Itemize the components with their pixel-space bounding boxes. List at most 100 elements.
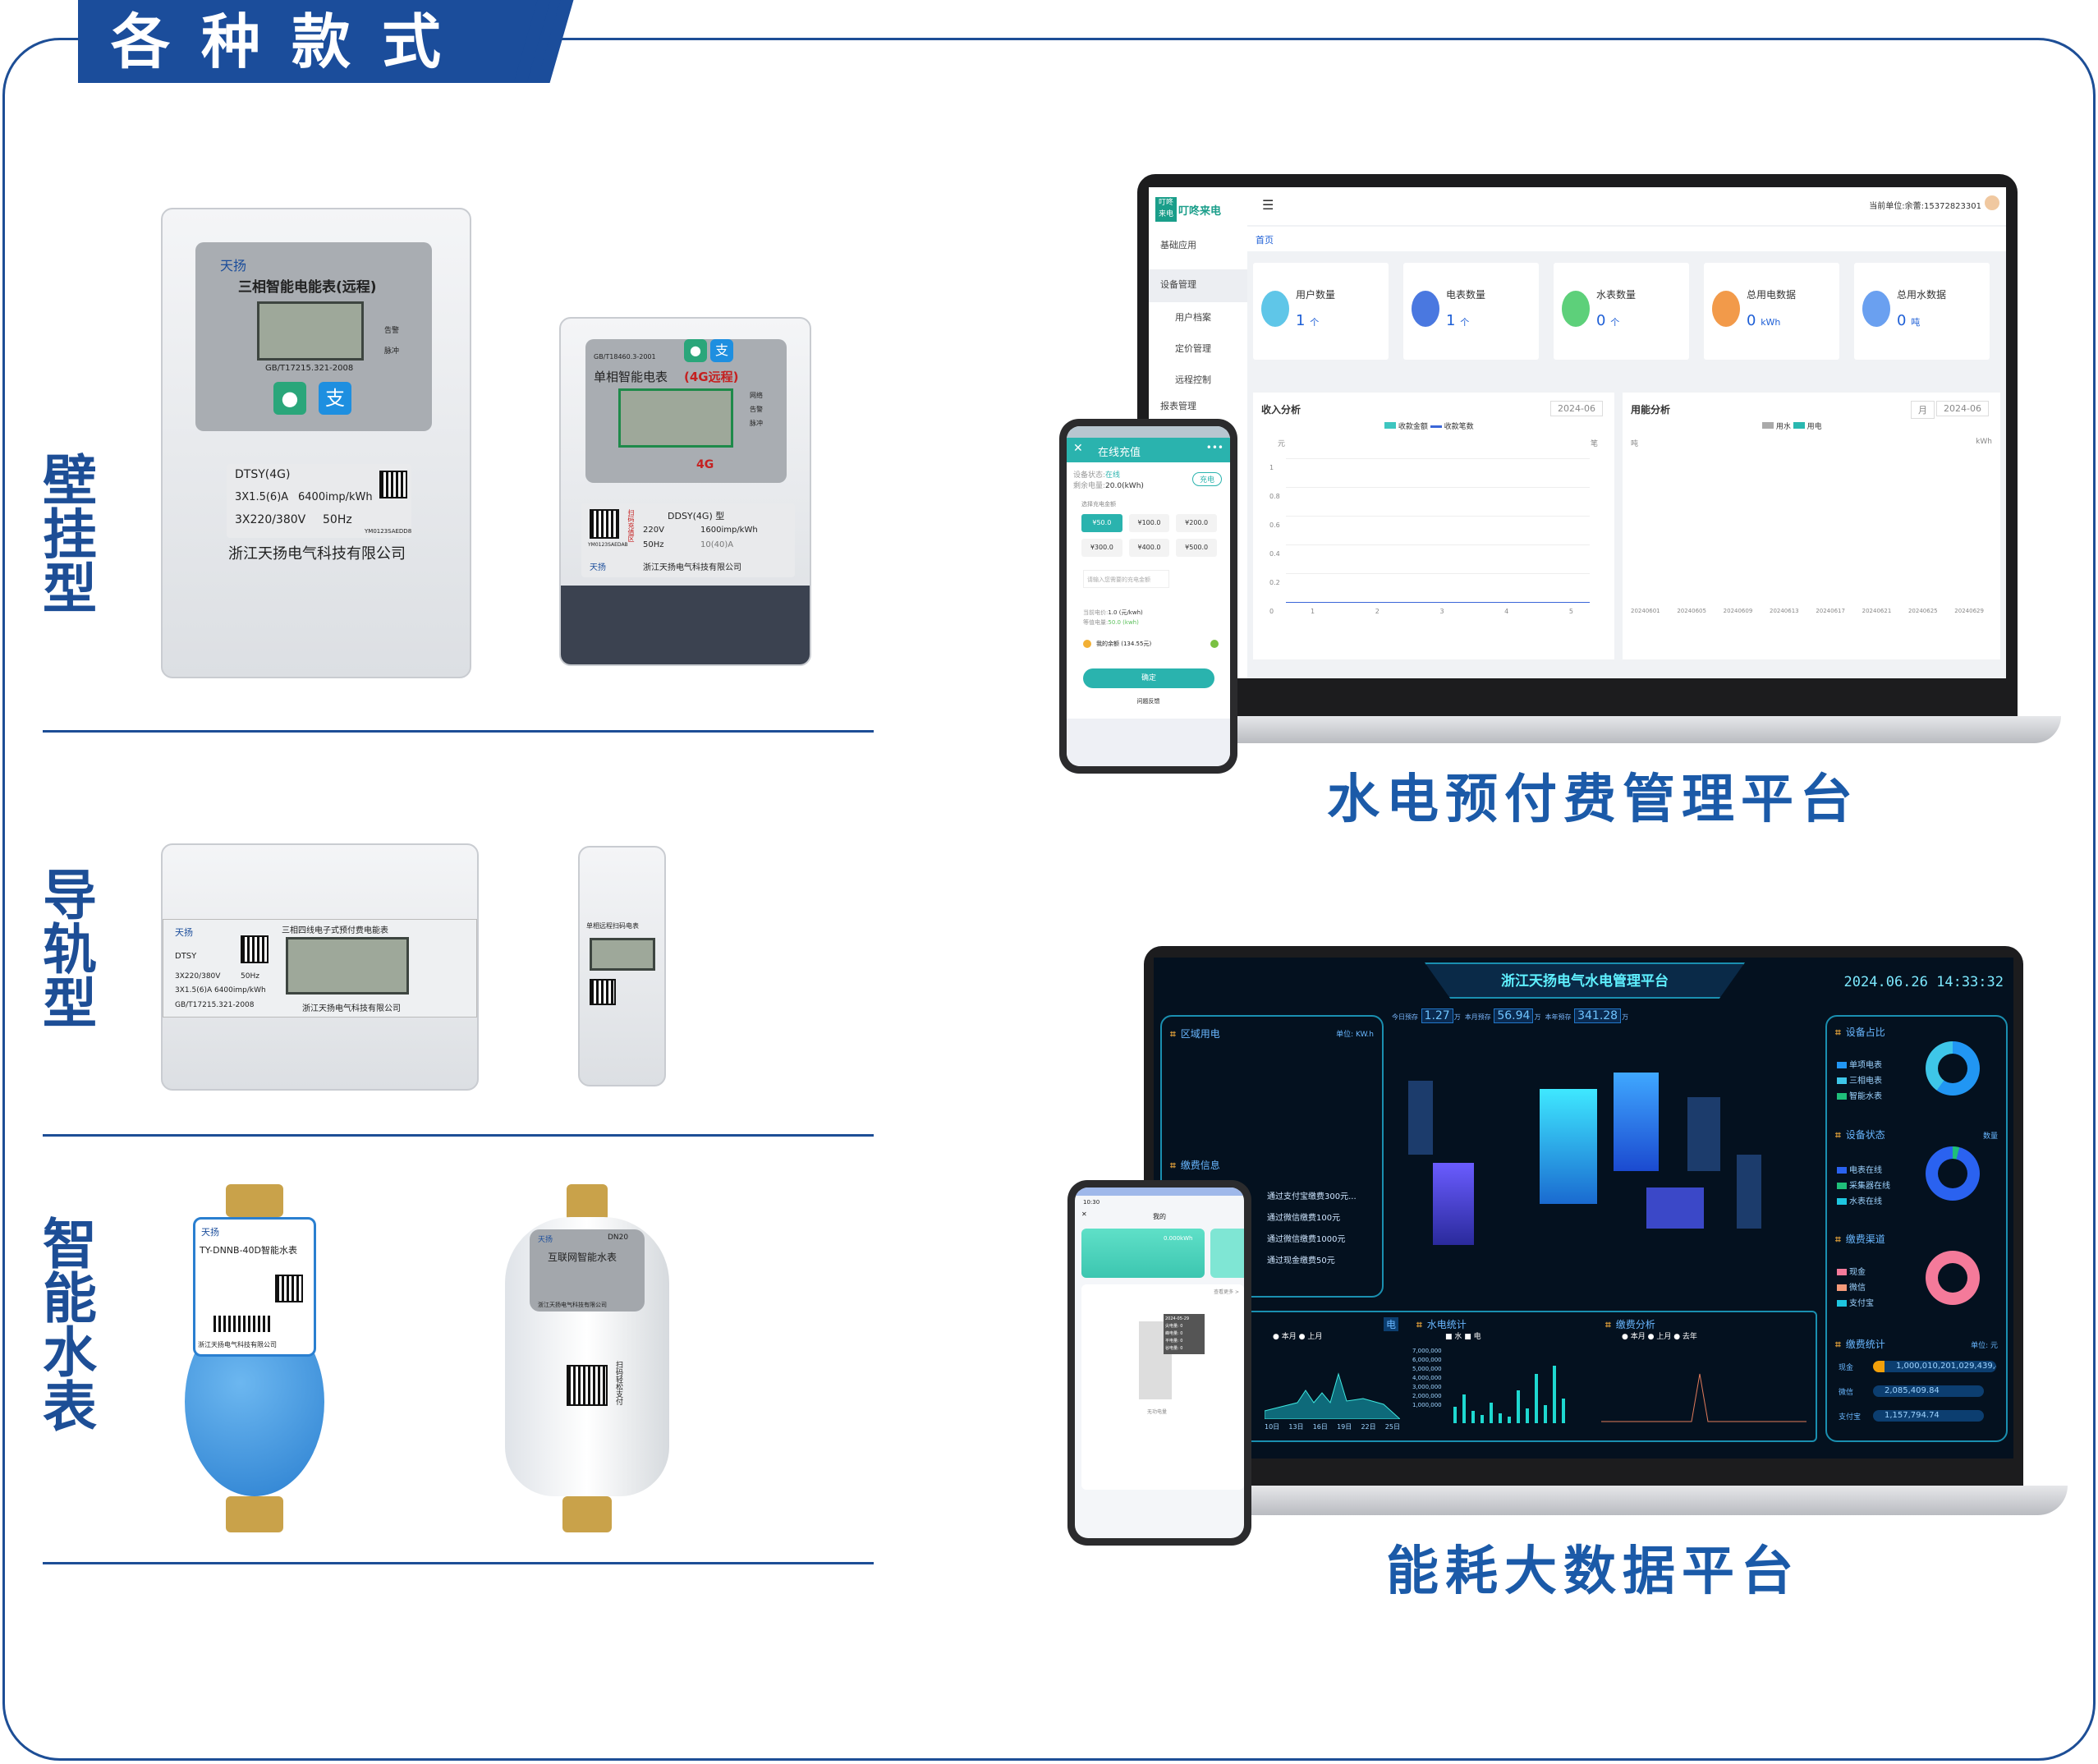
right-panel: ⌗设备占比 单项电表三相电表智能水表 ⌗设备状态 数量 电表在线采集器在线水表在… (1825, 1015, 2008, 1442)
usage-value: 0.000kWh (1164, 1235, 1193, 1242)
water-meter-blue: 天扬 TY-DNNB-40D智能水表 浙江天扬电气科技有限公司 (177, 1184, 333, 1532)
usage-card (1081, 1229, 1205, 1278)
bar (1526, 1408, 1529, 1423)
charge-button[interactable]: 充电 (1191, 472, 1222, 486)
balance-option[interactable]: 我的余额 (134.55元) (1096, 641, 1152, 647)
chart-title: 收入分析 (1261, 404, 1301, 416)
serial: YM0123SAEDAB (588, 542, 628, 548)
frequency: 50Hz (323, 513, 352, 526)
divider (43, 730, 874, 733)
model: DTSY(4G) (235, 468, 291, 481)
screen-title: 在线充值 (1098, 447, 1141, 459)
y-tick: 4,000,000 (1412, 1375, 1442, 1381)
amount-option[interactable]: ¥200.0 (1176, 514, 1217, 532)
menu-reports[interactable]: 报表管理 (1160, 401, 1196, 411)
amount-option[interactable]: ¥50.0 (1081, 514, 1122, 532)
menu-device-management[interactable]: 设备管理 (1160, 279, 1196, 290)
legend-item: 采集器在线 (1837, 1178, 1890, 1191)
choose-amount-label: 选择充电金额 (1081, 501, 1116, 508)
y-tick: 5,000,000 (1412, 1366, 1442, 1372)
clipboard-icon (1712, 291, 1740, 327)
platform-caption-prepaid: 水电预付费管理平台 (1327, 769, 1859, 830)
single-phase-meter: GB/T18460.3-2001 ● 支 单相智能电表 (4G远程) 网络 告警… (559, 317, 811, 666)
confirm-button[interactable]: 确定 (1083, 668, 1214, 688)
menu-user-archive[interactable]: 用户档案 (1175, 312, 1211, 323)
bar (1517, 1390, 1520, 1423)
three-phase-meter: 天扬 三相智能电能表(远程) GB/T17215.321-2008 告警 脉冲 … (161, 208, 471, 678)
alipay-icon: 支 (319, 382, 351, 415)
close-icon[interactable]: ✕ (1073, 442, 1083, 455)
frequency: 50Hz (241, 972, 259, 981)
constant: 1600imp/kWh (700, 526, 758, 535)
custom-amount-input[interactable]: 请输入您需要的充电金额 (1083, 570, 1169, 588)
legend-item: 智能水表 (1837, 1089, 1882, 1101)
period-select[interactable]: 月 (1911, 401, 1935, 419)
menu-pricing[interactable]: 定价管理 (1175, 343, 1211, 354)
x-tick: 20240609 (1723, 608, 1753, 614)
payinfo-item: 通过现金缴费50元 (1267, 1256, 1335, 1266)
bar (1544, 1405, 1547, 1423)
laptop-base (1090, 716, 2061, 743)
amount-option[interactable]: ¥500.0 (1176, 539, 1217, 557)
coin-icon (1083, 640, 1091, 648)
qr-code (379, 471, 407, 498)
device-status-donut (1926, 1146, 1980, 1201)
equivalent-power: 50.0 (kwh) (1108, 619, 1139, 626)
datetime: 2024.06.26 14:33:32 (1843, 974, 2004, 990)
barcode (213, 1316, 271, 1332)
more-icon[interactable]: ••• (1205, 442, 1223, 453)
x-tick: 19日 (1337, 1423, 1352, 1431)
payment-channel-donut (1926, 1251, 1980, 1305)
x-tick: 1 (1311, 608, 1315, 615)
qr-code (590, 979, 616, 1005)
pipe-size: DN20 (608, 1233, 629, 1242)
y-tick: 1 (1269, 464, 1274, 471)
category-din-rail: 导轨型 (34, 866, 97, 1029)
close-icon[interactable]: ✕ (1081, 1210, 1087, 1218)
x-tick: 5 (1568, 608, 1573, 615)
bar (1453, 1407, 1457, 1423)
din-rail-single-phase-meter: 单相远程扫码电表 (578, 846, 666, 1086)
reactive-power-label: 无功电量 (1147, 1409, 1168, 1415)
menu-basic-apps[interactable]: 基础应用 (1160, 240, 1196, 250)
view-more-link[interactable]: 查看更多 > (1214, 1289, 1239, 1295)
date-picker[interactable]: 2024-06 (1936, 401, 1989, 416)
menu-toggle-icon[interactable]: ☰ (1262, 197, 1274, 213)
y-tick: 3,000,000 (1412, 1384, 1442, 1390)
x-tick: 3 (1439, 608, 1444, 615)
x-tick: 16日 (1312, 1423, 1328, 1431)
brand-logo: 天扬 (590, 563, 606, 572)
amount-option[interactable]: ¥400.0 (1128, 539, 1170, 557)
x-tick: 20240601 (1631, 608, 1660, 614)
device-ratio-donut (1926, 1041, 1980, 1096)
payinfo-item: 通过微信缴费100元 (1267, 1214, 1341, 1223)
fee-bar-alipay: 1,157,794.74 (1873, 1410, 1984, 1422)
standard: GB/T18460.3-2001 (594, 353, 656, 361)
bar (1481, 1415, 1484, 1423)
date-picker[interactable]: 2024-06 (1550, 401, 1603, 416)
laptop-prepaid-platform: 叮咚来电 叮咚来电 基础应用 设备管理 用户档案 定价管理 远程控制 报表管理 … (1137, 174, 2018, 716)
company-name: 浙江天扬电气科技有限公司 (538, 1302, 607, 1308)
pulse-led-label: 脉冲 (750, 420, 763, 427)
category-water-meter: 智能水表 (34, 1215, 97, 1432)
energy-dashboard: 浙江天扬电气水电管理平台 2024.06.26 14:33:32 今日预存 1.… (1154, 958, 2013, 1459)
top-bar: ☰ 当前单位:余蕾:15372823301 (1247, 187, 2006, 225)
remote-badge: (4G远程) (684, 370, 739, 384)
amount-option[interactable]: ¥300.0 (1081, 539, 1122, 557)
tab-electric[interactable]: 电 (1384, 1317, 1399, 1331)
power-legend: ● 本月 ● 上月 (1273, 1333, 1323, 1341)
constant: 6400imp/kWh (298, 491, 373, 503)
x-tick: 20240605 (1677, 608, 1706, 614)
menu-remote-control[interactable]: 远程控制 (1175, 374, 1211, 385)
scan-label: 扫码轻松支付 (614, 1361, 622, 1405)
amount-option[interactable]: ¥100.0 (1128, 514, 1170, 532)
feedback-link[interactable]: 问题反馈 (1136, 698, 1160, 705)
voltage: 3X220/380V (235, 513, 306, 526)
current-user[interactable]: 当前单位:余蕾:15372823301 (1869, 202, 1981, 211)
tab-home[interactable]: 首页 (1256, 235, 1274, 246)
avatar[interactable] (1985, 195, 1999, 210)
check-icon (1210, 640, 1219, 648)
